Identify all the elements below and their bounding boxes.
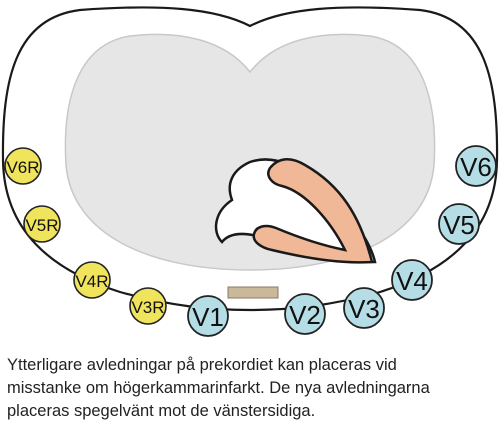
lead-v5-label: V5	[443, 210, 475, 240]
lead-v5r: V5R	[23, 205, 61, 243]
lead-v2-label: V2	[289, 300, 321, 330]
lead-v3-label: V3	[348, 294, 380, 324]
lead-v2: V2	[284, 293, 326, 335]
sternum	[227, 286, 279, 299]
lead-v5r-marker	[23, 205, 61, 243]
chest-cross-section-diagram: V1 V2 V3 V4 V5 V6 V3R V4R	[1, 6, 499, 337]
lead-v2-marker	[284, 293, 326, 335]
thorax-outline	[1, 6, 499, 312]
lead-v6r-marker	[4, 147, 42, 185]
lead-v4r-label: V4R	[75, 272, 108, 291]
lead-v1-label: V1	[192, 302, 224, 332]
lead-v3r-label: V3R	[131, 298, 164, 317]
lead-v5r-label: V5R	[25, 216, 58, 235]
lead-v3r: V3R	[129, 287, 167, 325]
lead-v5: V5	[438, 203, 480, 245]
right-sided-leads: V3R V4R V5R V6R	[4, 147, 167, 325]
lead-v4r: V4R	[73, 261, 111, 299]
lead-v4-label: V4	[396, 266, 428, 296]
caption-line-2: misstanke om högerkammarinfarkt. De nya …	[7, 379, 430, 397]
lead-v4: V4	[391, 259, 433, 301]
lead-v3: V3	[343, 287, 385, 329]
lead-v4-marker	[391, 259, 433, 301]
lead-v3r-marker	[129, 287, 167, 325]
heart-left-ventricle	[252, 158, 374, 264]
lead-v6r-label: V6R	[6, 158, 39, 177]
caption: Ytterligare avledningar på prekordiet ka…	[7, 354, 497, 423]
lead-v6: V6	[455, 145, 497, 187]
lead-v4r-marker	[73, 261, 111, 299]
lead-v3-marker	[343, 287, 385, 329]
lead-v6-label: V6	[460, 152, 492, 182]
standard-leads: V1 V2 V3 V4 V5 V6	[187, 145, 497, 337]
lead-v6-marker	[455, 145, 497, 187]
caption-line-1: Ytterligare avledningar på prekordiet ka…	[7, 356, 397, 374]
lead-v5-marker	[438, 203, 480, 245]
lead-v1-marker	[187, 295, 229, 337]
caption-line-3: placeras spegelvänt mot de vänstersidiga…	[7, 402, 316, 420]
lead-v6r: V6R	[4, 147, 42, 185]
lead-v1: V1	[187, 295, 229, 337]
